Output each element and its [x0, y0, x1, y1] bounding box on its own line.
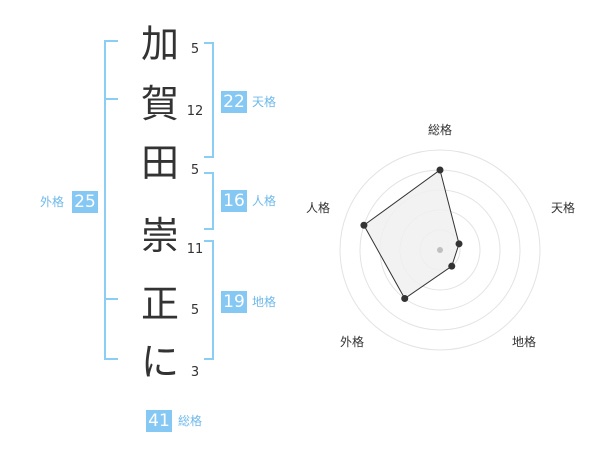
stroke-count-1: 5 [190, 42, 200, 57]
radar-point-2 [448, 262, 456, 270]
chikaku-value: 19 [221, 291, 247, 313]
radar-point-0 [436, 166, 444, 174]
radar-axis-label-gaikaku: 外格 [340, 334, 364, 349]
stroke-count-5: 5 [190, 303, 200, 318]
stroke-count-2: 12 [186, 104, 204, 119]
gaikaku-value: 25 [72, 191, 98, 213]
soukaku-label: 総格 [178, 414, 203, 428]
radar-axis-label-jinkaku: 人格 [306, 200, 330, 215]
jinkaku-value: 16 [221, 190, 247, 212]
radar-center-dot [437, 247, 443, 253]
name-char-2: 賀 [140, 82, 179, 126]
name-char-5: 正 [140, 282, 179, 326]
radar-area [363, 169, 460, 300]
soukaku-value: 41 [146, 410, 172, 432]
radar-axis-label-chikaku: 地格 [512, 334, 536, 349]
name-char-4: 崇 [140, 214, 179, 258]
fortune-radar-chart: 総格 天格 地格 外格 人格 [306, 122, 575, 351]
name-char-3: 田 [140, 141, 179, 185]
radar-point-3 [401, 295, 409, 303]
radar-point-4 [360, 221, 368, 229]
radar-axis-label-tenkaku: 天格 [551, 200, 575, 215]
radar-point-1 [455, 240, 463, 248]
gaikaku-label: 外格 [40, 195, 65, 209]
stroke-count-4: 11 [186, 242, 204, 257]
stroke-count-3: 5 [190, 163, 200, 178]
stroke-count-6: 3 [190, 365, 200, 380]
tenkaku-value: 22 [221, 91, 247, 113]
chikaku-label: 地格 [252, 295, 277, 309]
jinkaku-label: 人格 [252, 194, 277, 208]
name-char-1: 加 [140, 22, 179, 66]
tenkaku-label: 天格 [252, 95, 277, 109]
radar-axis-label-soukaku: 総格 [428, 122, 452, 137]
name-char-6: に [140, 340, 179, 384]
